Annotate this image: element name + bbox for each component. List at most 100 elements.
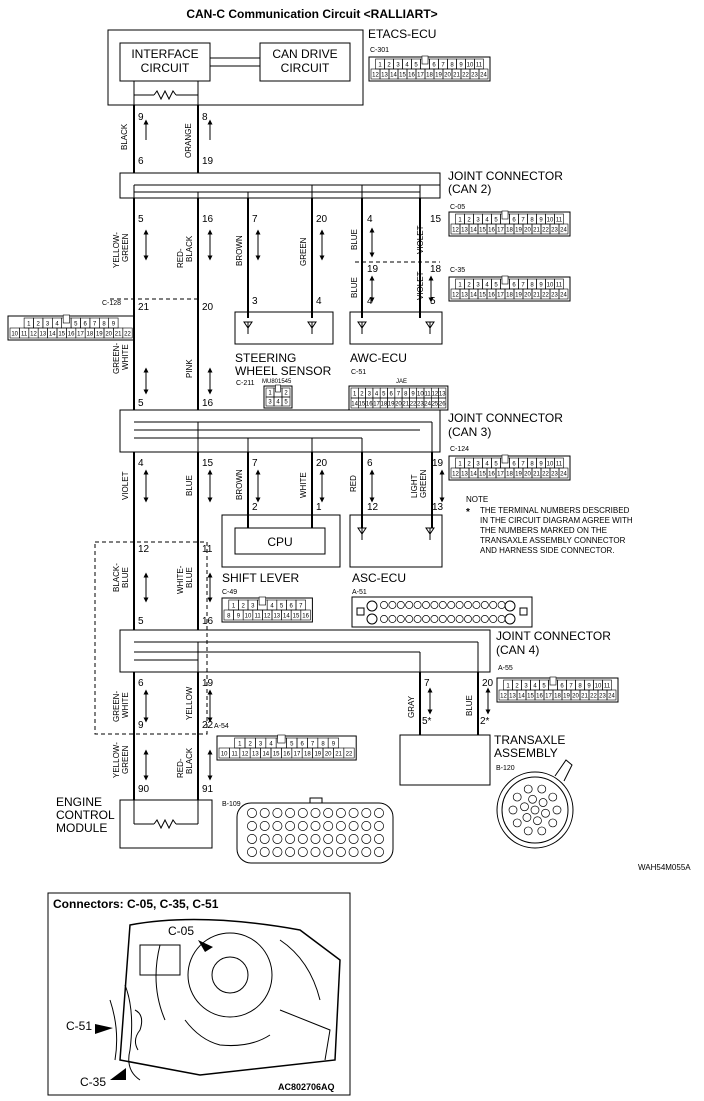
wire-pink: PINK <box>185 359 194 378</box>
connector-pin-number: 10 <box>547 218 554 224</box>
connector-pin-number: 5 <box>74 322 78 328</box>
connector-pin-number: 10 <box>467 63 474 69</box>
connector-pin-number: 17 <box>294 752 301 758</box>
wire-violet-3: VIOLET <box>121 471 130 500</box>
awc-connector-tag: JAE <box>396 379 407 385</box>
wire-violet-1: VIOLET <box>416 225 425 254</box>
connector-pin-number: 14 <box>283 614 290 620</box>
asc-pin <box>388 615 397 623</box>
ecm-pin <box>361 834 372 844</box>
connector-pin-cell <box>558 288 569 300</box>
connector-pin-number: 17 <box>77 332 84 338</box>
connector-pin-number: 22 <box>346 752 353 758</box>
connector-pin-number: 4 <box>55 322 59 328</box>
awc-ecu: AWC-ECU C-51 JAE <box>349 311 443 385</box>
inset-c35-label: C-35 <box>80 1075 106 1089</box>
pin-19: 19 <box>202 156 214 167</box>
transaxle-pin <box>541 808 550 818</box>
etacs-ecu: INTERFACE CIRCUIT CAN DRIVE CIRCUIT ETAC… <box>107 27 436 106</box>
wire-red-black-1a: RED- <box>176 248 185 268</box>
can-drive-label-2: CIRCUIT <box>281 61 330 75</box>
transaxle-pin <box>548 818 558 828</box>
connector-pin-number: 14 <box>470 228 477 234</box>
ecm-name-2: CONTROL <box>56 808 115 822</box>
transaxle-pin <box>538 798 548 807</box>
connector-pin-number: 18 <box>87 332 94 338</box>
wire-green-white-1a: GREEN- <box>112 343 121 374</box>
connector-pin-number: 23 <box>551 293 558 299</box>
connector-pin-number: 19 <box>314 752 321 758</box>
asc-pin <box>480 615 489 623</box>
connector-pin-number: 5 <box>290 742 294 748</box>
connector-pin-number: 3 <box>368 392 372 398</box>
wire-gray: GRAY <box>407 695 416 718</box>
connector-pin-number: 9 <box>587 684 591 690</box>
connector-pin-number: 13 <box>40 332 47 338</box>
connector-pin-number: 10 <box>547 283 554 289</box>
connector-pin-number: 1 <box>378 63 382 69</box>
connector-pin-number: 3 <box>524 684 528 690</box>
wire-brown-1: BROWN <box>235 235 244 266</box>
connector-pin-number: 13 <box>461 293 468 299</box>
connector-pin-number: 12 <box>242 752 249 758</box>
asc-pin <box>455 601 464 609</box>
connector-pin-number: 9 <box>332 742 336 748</box>
note-line-4: TRANSAXLE ASSEMBLY CONNECTOR <box>480 536 626 545</box>
connector-pin-number: 3 <box>396 63 400 69</box>
asc-pin <box>472 615 481 623</box>
connector-pin-number: 17 <box>417 73 424 79</box>
asc-pin <box>430 601 439 609</box>
connector-pin-number: 15 <box>273 752 280 758</box>
connector-pin-number: 20 <box>524 472 531 478</box>
connector-pin-number: 10 <box>417 392 424 398</box>
pin-2-transaxle: 2* <box>480 716 490 727</box>
note-line-2: IN THE CIRCUIT DIAGRAM AGREE WITH <box>480 516 633 525</box>
connector-pin-number: 5 <box>280 604 284 610</box>
joint4-name-2: (CAN 4) <box>496 643 539 657</box>
connector-pin-number: 2 <box>37 322 41 328</box>
connector-pin-number: 12 <box>30 332 37 338</box>
connector-pin-number: 22 <box>542 472 549 478</box>
pin-4-steering: 4 <box>316 296 322 307</box>
ecm-pin <box>361 821 372 831</box>
ecm-pin <box>272 847 283 857</box>
connector-pin-number: 10 <box>547 462 554 468</box>
pin-3: 3 <box>252 296 258 307</box>
wire-red: RED <box>349 475 358 492</box>
connector-pin-number: 21 <box>533 228 540 234</box>
connector-pin-number: 7 <box>521 218 525 224</box>
connector-pin-number: 5 <box>542 684 546 690</box>
asc-pin <box>464 601 472 609</box>
connector-pin-number: 21 <box>581 694 588 700</box>
ecm-pin <box>374 847 384 857</box>
connector-pin-number: 12 <box>452 228 459 234</box>
ecm-pin <box>272 808 283 818</box>
transaxle-pin <box>523 826 533 836</box>
connector-pin-number: 4 <box>269 742 273 748</box>
connector-pin-number: 19 <box>563 694 570 700</box>
pin-19-can4: 19 <box>202 678 214 689</box>
diagram-title: CAN-C Communication Circuit <RALLIART> <box>186 7 437 21</box>
shift-lever: CPU SHIFT LEVER C-49 <box>221 514 341 596</box>
connector-pin-number: 16 <box>302 614 309 620</box>
transaxle-pin <box>508 805 518 815</box>
connector-pin-number: 24 <box>560 293 567 299</box>
connector-pin-number: 8 <box>227 614 231 620</box>
connector-pin-number: 22 <box>124 332 131 338</box>
connector-pin-number: 10 <box>221 752 228 758</box>
connector-pin-number: 20 <box>395 402 402 408</box>
pin-6: 6 <box>138 156 144 167</box>
wire-green-white-1b: WHITE <box>121 344 130 370</box>
wire-yellow-green-2b: GREEN <box>121 745 130 774</box>
shift-connector-id: C-49 <box>222 589 237 596</box>
connector-pin-number: 20 <box>444 73 451 79</box>
wire-blue-2: BLUE <box>350 277 359 298</box>
wire-white-blue-a: WHITE- <box>176 565 185 594</box>
connector-pin-number: 16 <box>488 472 495 478</box>
transaxle-assembly: TRANSAXLE ASSEMBLY B-120 <box>399 733 574 849</box>
pin-7: 7 <box>252 214 258 225</box>
connector-pin-number: 19 <box>435 73 442 79</box>
